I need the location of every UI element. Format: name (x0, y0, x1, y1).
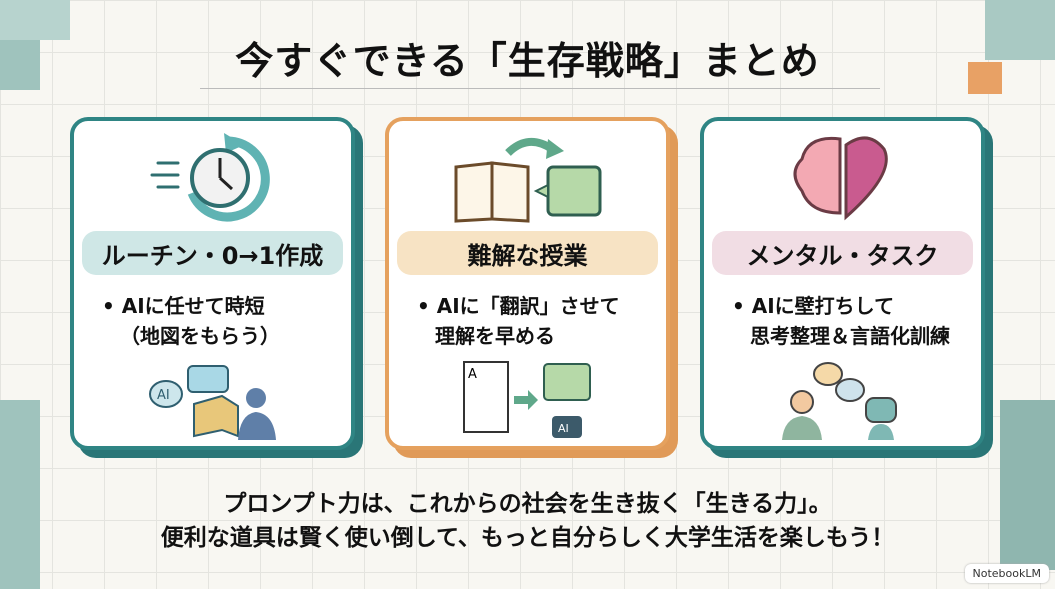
bullet-line: 理解を早める (435, 324, 555, 348)
orange-square (968, 62, 1002, 94)
card-label: 難解な授業 (397, 231, 658, 275)
card-label: メンタル・タスク (712, 231, 973, 275)
page-title: 今すぐできる「生存戦略」まとめ (235, 39, 820, 83)
corner-decoration-tr (985, 0, 1055, 60)
bullet-line: 思考整理＆言語化訓練 (750, 324, 950, 348)
card-difficult-class: 難解な授業 • AIに「翻訳」させて 理解を早める A AI (385, 117, 670, 450)
ai-bubble-text: AI (157, 388, 170, 403)
corner-decoration-br (1000, 400, 1055, 570)
bullet-line: （地図をもらう） (120, 324, 280, 348)
bullet-line: • AIに任せて時短 (102, 294, 265, 318)
footer-line: 便利な道具は賢く使い倒して、もっと自分らしく大学生活を楽しもう！ (160, 525, 895, 551)
ai-map-person-illustration: AI (148, 365, 276, 440)
doc-text: A (468, 367, 477, 382)
notebooklm-badge: NotebookLM (964, 564, 1049, 583)
card-bullet: • AIに「翻訳」させて 理解を早める (417, 291, 656, 351)
card-routine: ルーチン・0→1作成 • AIに任せて時短 （地図をもらう） AI (70, 117, 355, 450)
ai-robot-text: AI (558, 422, 569, 435)
card-label: ルーチン・0→1作成 (82, 231, 343, 275)
footer-message: プロンプト力は、これからの社会を生き抜く「生きる力」。 便利な道具は賢く使い倒し… (0, 487, 1055, 555)
clock-icon (150, 133, 270, 222)
card-mental-task: メンタル・タスク • AIに壁打ちして 思考整理＆言語化訓練 (700, 117, 985, 450)
person-robot-chat-illustration (781, 362, 897, 440)
title-divider (200, 88, 880, 89)
book-translate-icon (454, 138, 601, 223)
footer-line: プロンプト力は、これからの社会を生き抜く「生きる力」。 (223, 491, 832, 517)
document-ai-illustration: A AI (462, 361, 591, 438)
bullet-line: • AIに壁打ちして (732, 294, 895, 318)
brain-heart-icon (793, 136, 888, 221)
corner-decoration-bl (0, 400, 40, 589)
card-bullet: • AIに任せて時短 （地図をもらう） (102, 291, 341, 351)
card-bullet: • AIに壁打ちして 思考整理＆言語化訓練 (732, 291, 971, 351)
bullet-line: • AIに「翻訳」させて (417, 294, 620, 318)
corner-decoration-tl2 (0, 0, 70, 40)
